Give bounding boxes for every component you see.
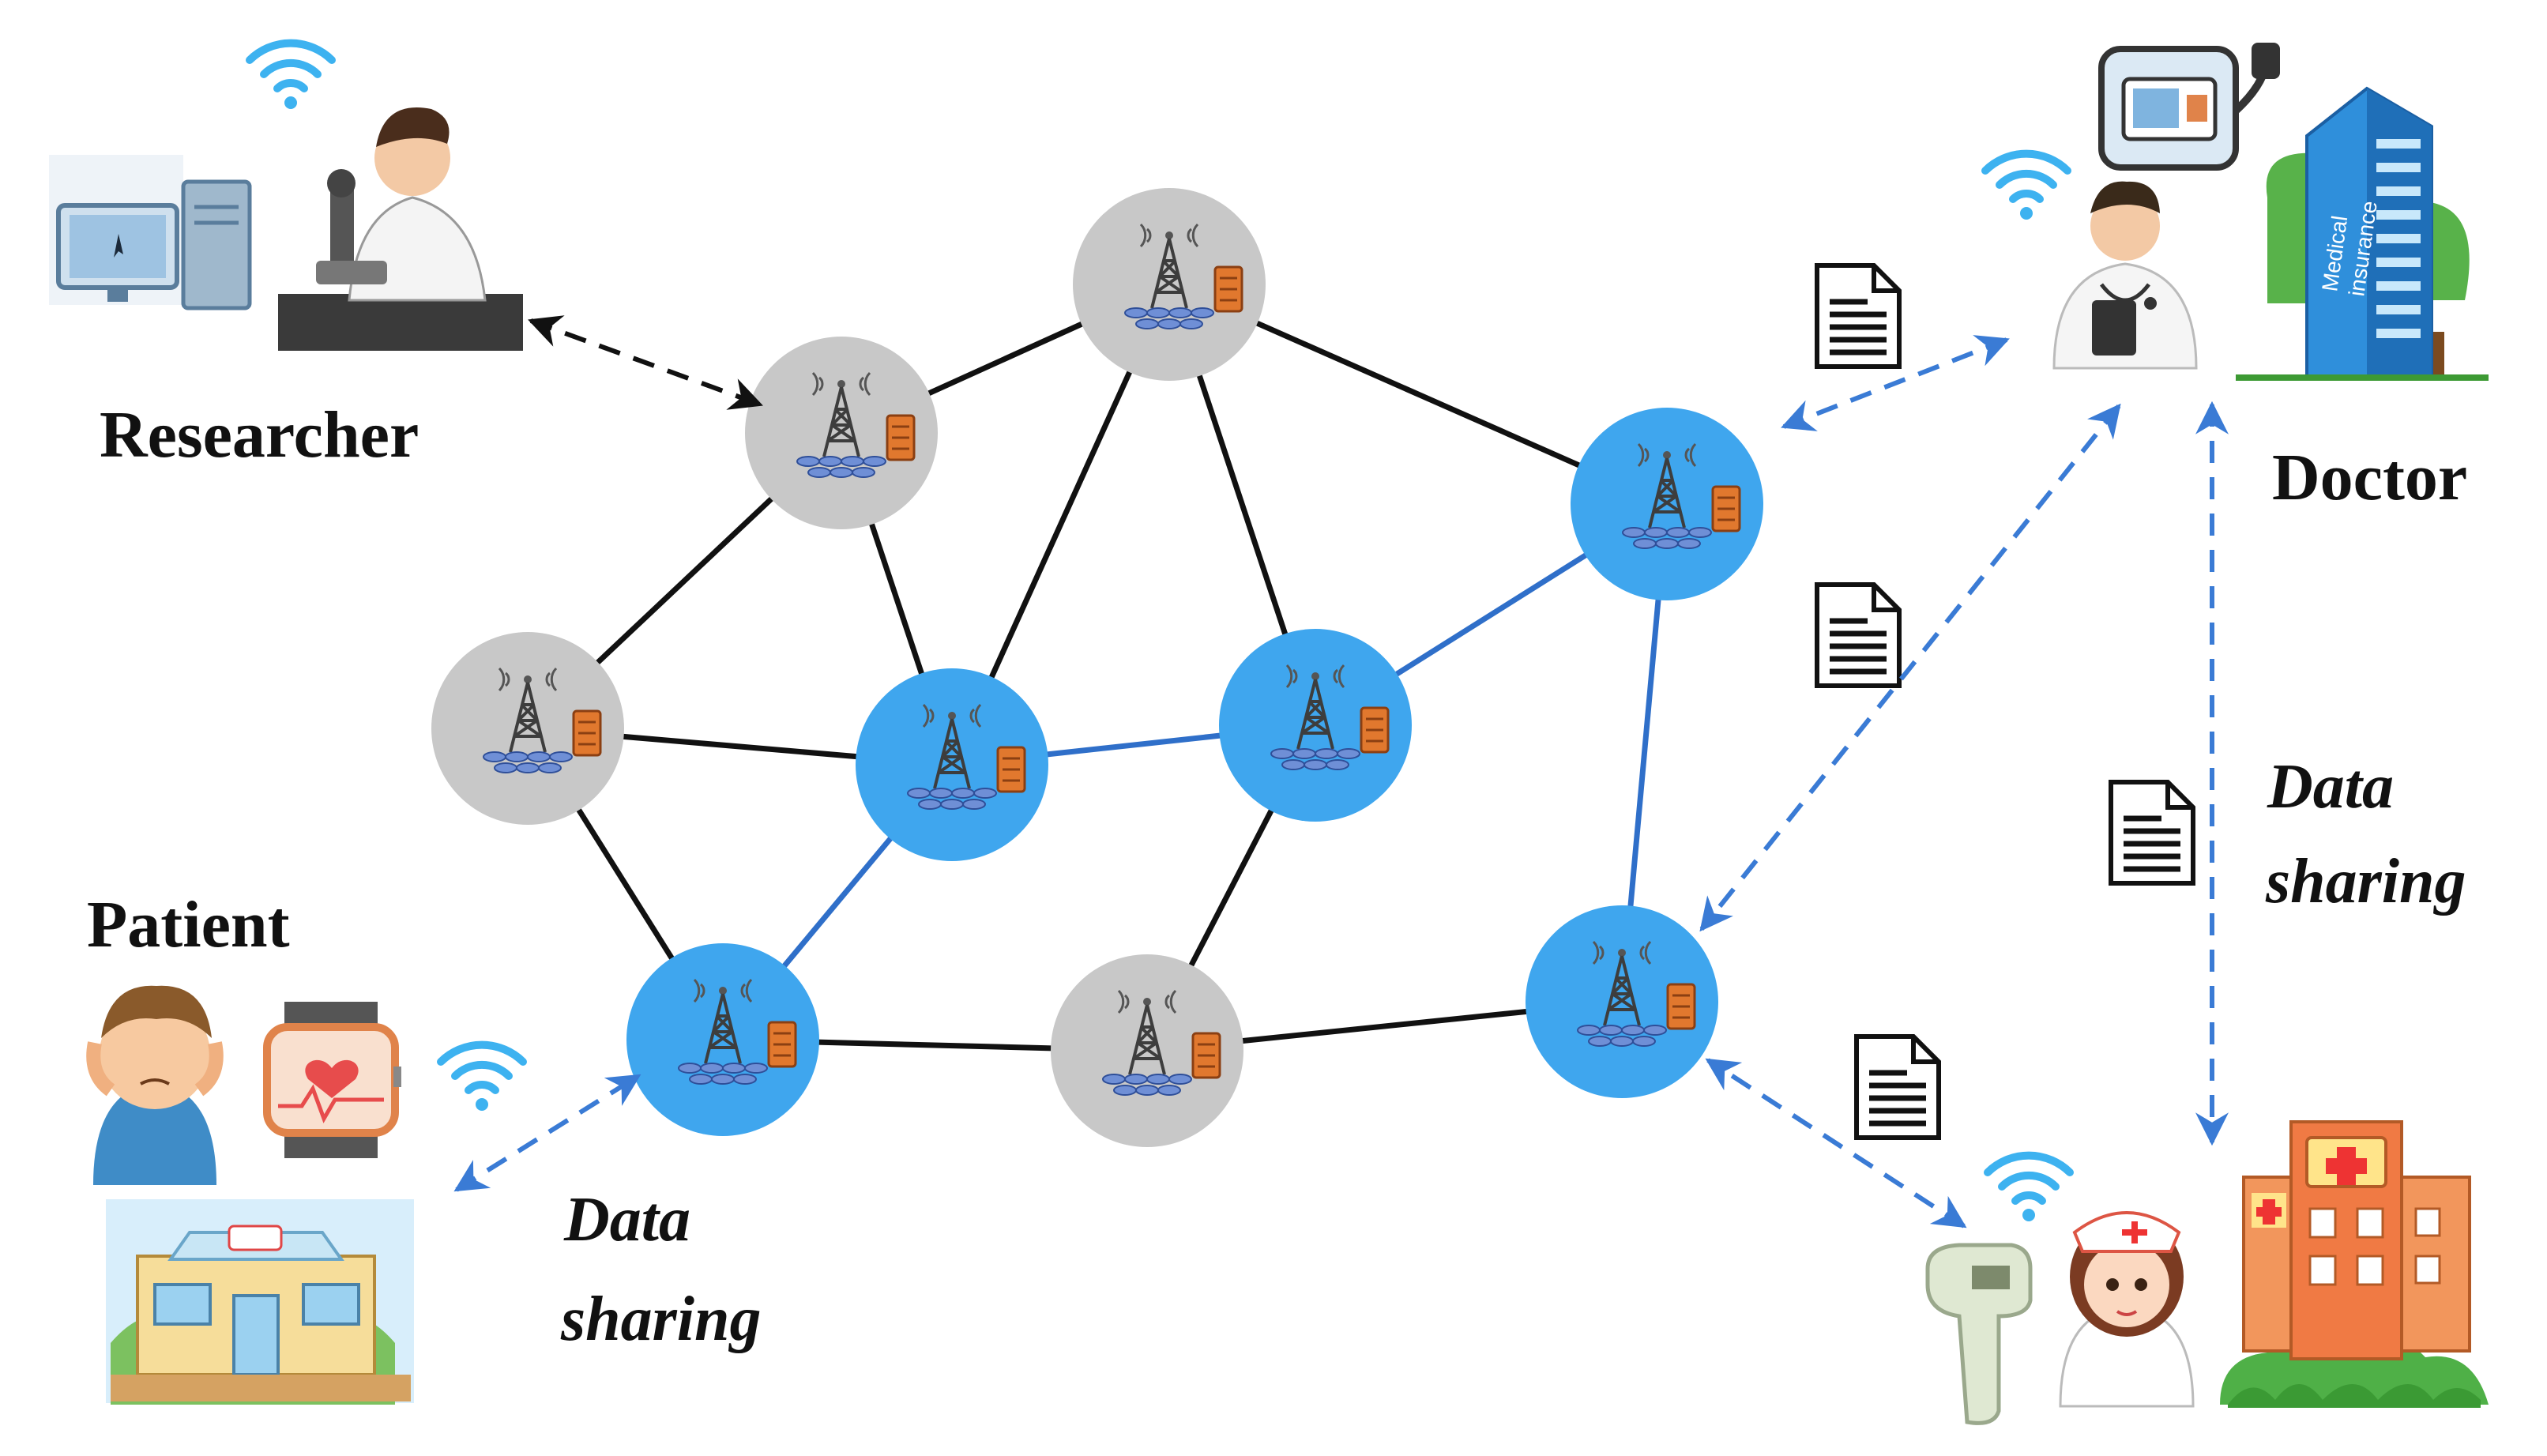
hospital-wifi-icon — [1988, 1156, 2070, 1221]
node-n2-inactive — [1073, 188, 1266, 381]
node-n8-inactive — [1051, 954, 1243, 1147]
node-n4-inactive — [431, 632, 624, 825]
doctor-wifi-icon — [1985, 154, 2067, 220]
node-n1-inactive — [745, 337, 938, 529]
node-n3-active — [1571, 408, 1763, 600]
document-icon-2 — [1817, 585, 1899, 686]
researcher-scientist-icon — [278, 107, 523, 351]
patient-smartwatch-icon — [263, 997, 401, 1163]
doctor-person-icon — [2052, 181, 2198, 370]
node-n7-active — [626, 943, 819, 1136]
medical-insurance-building-icon: Medical insurance — [2236, 86, 2489, 381]
patient-to-node-arrow — [453, 1074, 641, 1192]
thermometer-icon — [1925, 1243, 2033, 1425]
node-n9-active — [1526, 905, 1718, 1098]
document-icon-1 — [1817, 265, 1899, 367]
patient-label: Patient — [87, 888, 290, 961]
document-icon-3 — [2111, 782, 2193, 883]
node-n6-active — [1219, 629, 1412, 822]
document-icon-4 — [1857, 1037, 1939, 1138]
doctor-to-lower-node-arrow — [1699, 403, 2121, 932]
node-n5-active — [856, 668, 1048, 861]
network-links — [525, 281, 1670, 1054]
hospital-to-node-arrow — [1705, 1058, 1967, 1228]
hospital-building-icon — [2220, 1120, 2489, 1408]
clinic-building-icon — [106, 1199, 414, 1405]
researcher-computer-icon — [49, 155, 252, 310]
researcher-wifi-icon — [250, 43, 332, 109]
doctor-label: Doctor — [2272, 441, 2467, 514]
researcher-label: Researcher — [100, 398, 419, 472]
data-sharing-label-bottom: Data sharing — [560, 1185, 761, 1354]
nurse-icon — [2059, 1211, 2195, 1408]
blood-pressure-monitor-icon — [2098, 43, 2280, 171]
patient-wifi-icon — [441, 1045, 523, 1111]
researcher-arrow — [528, 315, 763, 410]
data-sharing-label-right: Data sharing — [2265, 752, 2466, 916]
network-nodes — [431, 188, 1763, 1147]
patient-person-icon — [85, 985, 224, 1188]
